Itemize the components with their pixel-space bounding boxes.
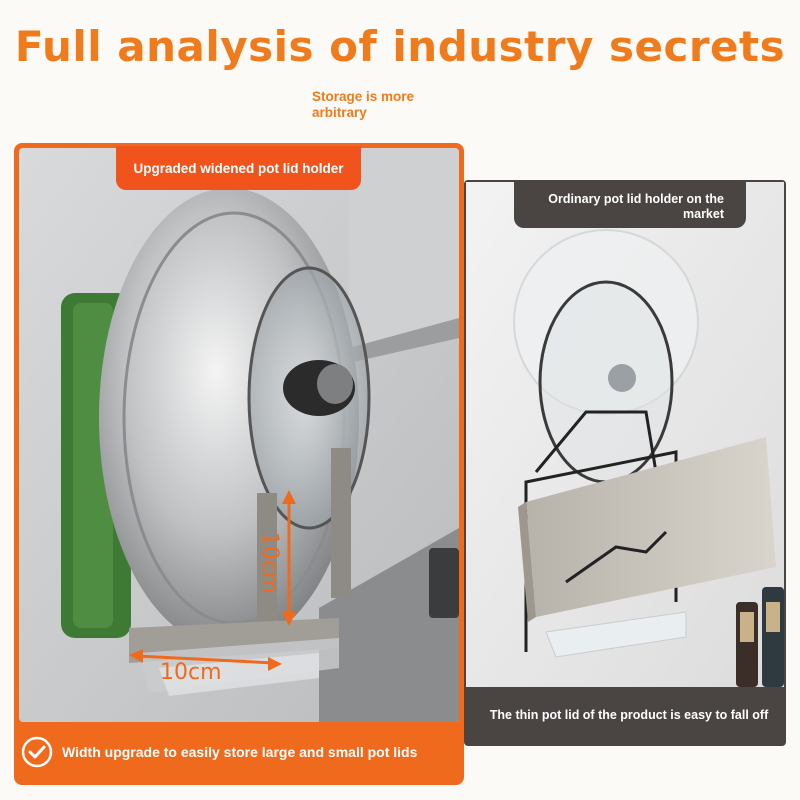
headline: Full analysis of industry secrets xyxy=(14,22,786,71)
width-dimension-label: 10cm xyxy=(160,660,222,685)
height-dimension-label: 10cm xyxy=(257,532,282,594)
ordinary-product-panel xyxy=(464,180,786,746)
ordinary-product-photo xyxy=(466,182,784,687)
subnote: Storage is more arbitrary xyxy=(312,89,415,120)
upgraded-product-tab: Upgraded widened pot lid holder xyxy=(116,146,361,190)
check-circle-icon xyxy=(21,736,53,768)
upgraded-product-caption: Width upgrade to easily store large and … xyxy=(62,744,418,760)
ordinary-product-tab: Ordinary pot lid holder on the market xyxy=(514,180,746,228)
ordinary-product-caption: The thin pot lid of the product is easy … xyxy=(489,708,769,722)
upgraded-product-photo xyxy=(19,148,459,722)
upgraded-product-panel xyxy=(14,143,464,785)
